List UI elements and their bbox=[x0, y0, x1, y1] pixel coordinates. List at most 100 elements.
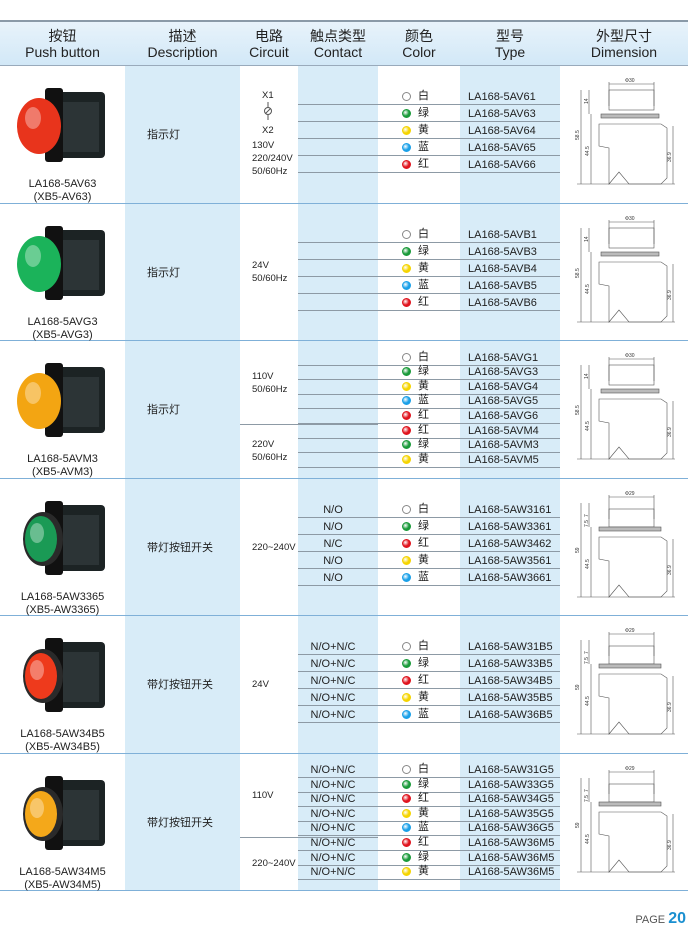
type-item: LA168-5AW33B5 bbox=[460, 655, 560, 672]
color-dot-icon bbox=[402, 381, 411, 391]
color-item: 绿 bbox=[378, 365, 460, 381]
color-name: 黄 bbox=[418, 261, 429, 274]
type-code: LA168-5AVG1 bbox=[468, 351, 539, 364]
circuit-line: 50/60Hz bbox=[252, 452, 288, 463]
dim-diameter: Φ30 bbox=[625, 78, 635, 84]
color-dot-icon bbox=[402, 794, 411, 804]
color-name: 红 bbox=[418, 158, 429, 170]
contact-type: N/O+N/C bbox=[310, 807, 356, 820]
contact-type: N/O bbox=[323, 554, 343, 567]
contact-type: N/O+N/C bbox=[310, 692, 356, 704]
type-item: LA168-5AW3361 bbox=[460, 518, 560, 535]
color-dot-icon bbox=[402, 867, 411, 877]
product-image bbox=[16, 88, 105, 162]
type-item: LA168-5AVM4 bbox=[460, 424, 560, 439]
terminal-x2: X2 bbox=[262, 125, 274, 136]
color-name: 蓝 bbox=[418, 570, 429, 583]
color-name: 红 bbox=[418, 674, 429, 686]
contact-type: N/O+N/C bbox=[310, 675, 356, 687]
color-item: 绿 bbox=[378, 105, 460, 122]
dim-total: 58.5 bbox=[575, 130, 581, 140]
type-code: LA168-5AVM3 bbox=[468, 439, 539, 452]
type-code: LA168-5AVG5 bbox=[468, 395, 539, 408]
type-item: LA168-5AW35B5 bbox=[460, 689, 560, 706]
color-item: 黄 bbox=[378, 122, 460, 139]
color-item: 黄 bbox=[378, 865, 460, 881]
contact-item: N/O bbox=[298, 552, 378, 569]
dim-base: 36.9 bbox=[667, 290, 673, 300]
circuit-line: 50/60Hz bbox=[252, 166, 288, 177]
dim-a: 14 bbox=[584, 98, 590, 104]
color-name: 绿 bbox=[418, 657, 429, 669]
contact-item bbox=[298, 380, 378, 395]
dim-total: 59 bbox=[575, 822, 581, 828]
color-item: 红 bbox=[378, 672, 460, 689]
type-item: LA168-5AV64 bbox=[460, 122, 560, 139]
contact-item: N/O+N/C bbox=[298, 866, 378, 881]
type-code: LA168-5AW3462 bbox=[468, 537, 552, 550]
product-image bbox=[22, 638, 105, 712]
color-dot-icon bbox=[402, 676, 411, 685]
circuit-cell: 220~240V bbox=[240, 479, 298, 616]
contact-item bbox=[298, 366, 378, 381]
circuit-line: 220~240V bbox=[252, 541, 296, 553]
color-item: 蓝 bbox=[378, 569, 460, 586]
color-dot-icon bbox=[402, 693, 411, 702]
contact-item bbox=[298, 351, 378, 366]
type-item: LA168-5AW35G5 bbox=[460, 807, 560, 822]
contact-item: N/O bbox=[298, 501, 378, 518]
contact-type: N/O+N/C bbox=[310, 837, 356, 850]
group-divider bbox=[240, 424, 298, 425]
dim-a: 14 bbox=[584, 236, 590, 242]
type-item: LA168-5AW34B5 bbox=[460, 672, 560, 689]
color-name: 蓝 bbox=[418, 394, 429, 407]
description-cell: 带灯按钮开关 bbox=[125, 478, 240, 615]
contact-type: N/O+N/C bbox=[310, 709, 356, 721]
type-code: LA168-5AVB1 bbox=[468, 228, 537, 241]
description-cell: 带灯按钮开关 bbox=[125, 753, 240, 890]
circuit-line: 110V bbox=[252, 370, 274, 382]
header-en: Type bbox=[494, 44, 526, 60]
color-dot-icon bbox=[402, 92, 411, 101]
dim-body: 44.5 bbox=[585, 696, 591, 706]
type-code: LA168-5AVB6 bbox=[468, 296, 537, 309]
color-dot-icon bbox=[402, 109, 411, 118]
color-cell: 白绿黄蓝红 bbox=[378, 204, 460, 341]
color-item: 黄 bbox=[378, 807, 460, 822]
color-name: 黄 bbox=[418, 691, 429, 703]
dim-diameter: Φ29 bbox=[625, 628, 635, 634]
color-dot-icon bbox=[402, 229, 411, 239]
type-item: LA168-5AW3161 bbox=[460, 501, 560, 518]
contact-item: N/O+N/C bbox=[298, 672, 378, 689]
color-item: 红 bbox=[378, 409, 460, 424]
color-item: 白 bbox=[378, 763, 460, 779]
color-item: 红 bbox=[378, 535, 460, 552]
circuit-line: 24V bbox=[252, 260, 269, 271]
contact-type: N/O bbox=[323, 520, 343, 533]
dim-base: 36.9 bbox=[667, 152, 673, 162]
contact-type: N/O+N/C bbox=[310, 641, 356, 653]
contact-item: N/O+N/C bbox=[298, 706, 378, 723]
description-cell: 指示灯 bbox=[125, 66, 240, 203]
contact-item: N/O+N/C bbox=[298, 689, 378, 706]
color-dot-icon bbox=[402, 852, 411, 862]
product-cell: LA168-5AVG3(XB5-AVG3) bbox=[0, 204, 125, 341]
dim-body: 44.5 bbox=[585, 146, 591, 156]
color-list: 白绿红黄蓝 bbox=[378, 763, 460, 837]
color-dot-icon bbox=[402, 555, 411, 565]
contact-item: N/O+N/C bbox=[298, 807, 378, 822]
product-image bbox=[16, 225, 105, 300]
type-code: LA168-5AW31G5 bbox=[468, 764, 554, 777]
description-cell: 带灯按钮开关 bbox=[125, 616, 240, 753]
